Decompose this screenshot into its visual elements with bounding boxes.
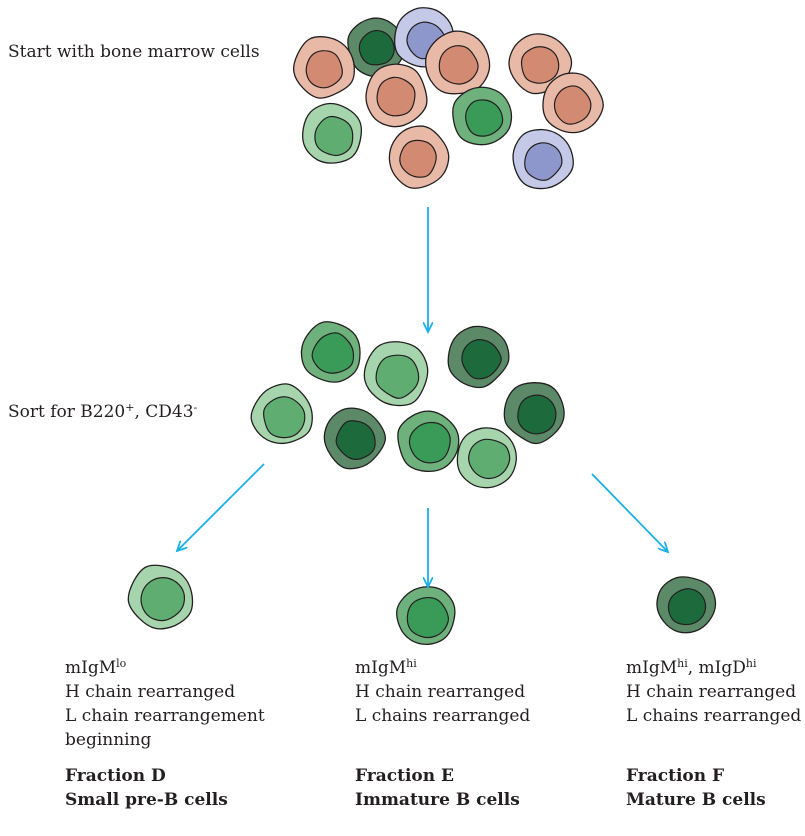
fraction-d-line-2: L chain rearrangement bbox=[65, 706, 265, 726]
cell-nucleus bbox=[305, 50, 343, 89]
fraction-e-title: Fraction E bbox=[355, 766, 454, 786]
sorted-cell-dark-green bbox=[503, 382, 565, 445]
start-label: Start with bone marrow cells bbox=[8, 42, 260, 62]
cell-nucleus bbox=[667, 588, 707, 626]
cell-nucleus bbox=[408, 421, 451, 464]
cells-layer bbox=[127, 7, 717, 646]
sorted-cell-mid-green bbox=[397, 410, 460, 473]
cell-nucleus bbox=[438, 45, 479, 85]
fraction-d-heading: Fraction D Small pre-B cells bbox=[65, 764, 228, 812]
fraction-e-subtitle: Immature B cells bbox=[355, 790, 520, 810]
cell-nucleus bbox=[376, 76, 416, 117]
cell-nucleus bbox=[461, 339, 502, 380]
fraction-e-cell bbox=[396, 586, 456, 646]
arrow-to-fraction-f bbox=[591, 473, 668, 552]
arrows-layer bbox=[177, 207, 668, 587]
fraction-f-line-2: L chains rearranged bbox=[626, 706, 802, 726]
bone-marrow-cell-salmon bbox=[425, 30, 491, 95]
cell-nucleus bbox=[520, 46, 560, 84]
cell-nucleus bbox=[517, 394, 557, 435]
bone-marrow-cell-salmon bbox=[388, 125, 450, 189]
fraction-d-marker: mIgMlo bbox=[65, 657, 127, 678]
sort-label: Sort for B220+, CD43- bbox=[8, 401, 198, 422]
arrow-to-fraction-d bbox=[177, 463, 265, 551]
cell-nucleus bbox=[399, 139, 437, 178]
cell-nucleus bbox=[311, 332, 355, 374]
cell-nucleus bbox=[465, 99, 504, 137]
cell-nucleus bbox=[262, 396, 306, 439]
fraction-f-description: mIgMhi, mIgDhi H chain rearranged L chai… bbox=[626, 656, 801, 728]
fraction-d-subtitle: Small pre-B cells bbox=[65, 790, 228, 810]
sorted-cell-light-green bbox=[250, 383, 313, 445]
fraction-f-title: Fraction F bbox=[626, 766, 725, 786]
sorted-cell-light-green bbox=[456, 427, 517, 489]
cell-nucleus bbox=[375, 354, 420, 399]
bone-marrow-cell-light-green bbox=[302, 102, 362, 164]
cell-nucleus bbox=[406, 597, 450, 639]
cell-nucleus bbox=[314, 115, 354, 157]
cell-nucleus bbox=[335, 420, 376, 460]
sorted-cell-dark-green bbox=[447, 325, 510, 389]
bone-marrow-cell-dark-green bbox=[347, 17, 406, 78]
cell-nucleus bbox=[553, 85, 592, 125]
fraction-d-line-1: H chain rearranged bbox=[65, 682, 236, 702]
cell-nucleus bbox=[140, 576, 186, 622]
fraction-f-cell bbox=[656, 576, 717, 634]
fraction-f-marker: mIgMhi, mIgDhi bbox=[626, 657, 757, 678]
fraction-d-cell bbox=[127, 564, 194, 630]
fraction-e-line-1: H chain rearranged bbox=[355, 682, 526, 702]
bone-marrow-cell-salmon bbox=[292, 36, 356, 99]
cell-nucleus bbox=[358, 29, 395, 66]
fraction-e-line-2: L chains rearranged bbox=[355, 706, 531, 726]
fraction-f-subtitle: Mature B cells bbox=[626, 790, 766, 810]
fraction-d-description: mIgMlo H chain rearranged L chain rearra… bbox=[65, 656, 265, 752]
fraction-d-line-3: beginning bbox=[65, 730, 152, 750]
fraction-d-title: Fraction D bbox=[65, 766, 166, 786]
cell-nucleus bbox=[468, 438, 511, 479]
bone-marrow-cell-mid-green bbox=[452, 86, 513, 146]
bone-marrow-cell-salmon bbox=[365, 63, 428, 128]
cell-nucleus bbox=[524, 142, 563, 181]
fraction-e-marker: mIgMhi bbox=[355, 657, 417, 678]
fraction-e-description: mIgMhi H chain rearranged L chains rearr… bbox=[355, 656, 530, 728]
fraction-e-heading: Fraction E Immature B cells bbox=[355, 764, 520, 812]
fraction-f-line-1: H chain rearranged bbox=[626, 682, 797, 702]
bone-marrow-cell-blue bbox=[512, 128, 574, 190]
fraction-f-heading: Fraction F Mature B cells bbox=[626, 764, 766, 812]
sorted-cell-dark-green bbox=[323, 407, 387, 470]
sorted-cell-light-green bbox=[363, 341, 429, 407]
bone-marrow-cell-salmon bbox=[542, 72, 604, 134]
sorted-cell-mid-green bbox=[300, 321, 361, 383]
